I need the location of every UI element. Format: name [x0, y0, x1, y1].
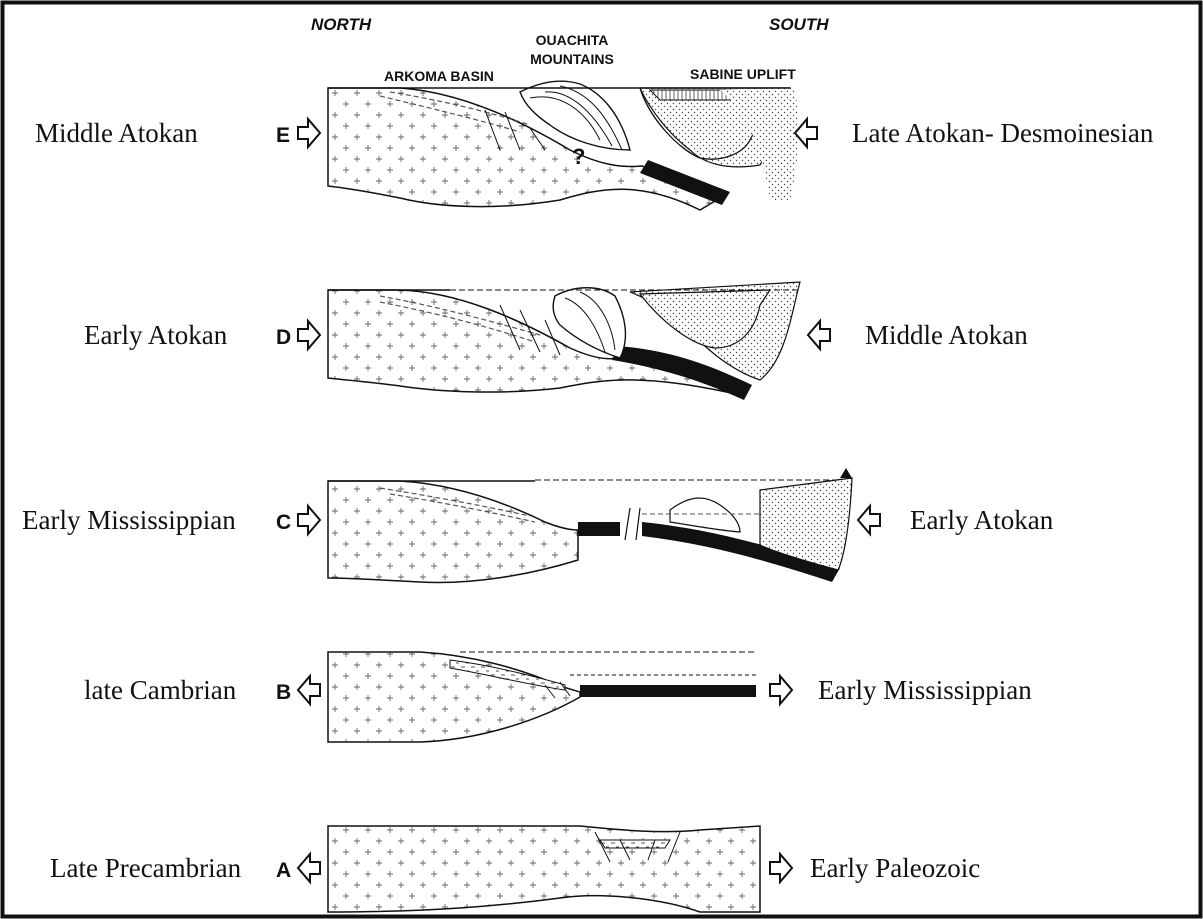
stage-b-right-label: Early Mississippian [818, 675, 1032, 705]
stage-b-letter: B [276, 681, 291, 704]
north-label: NORTH [311, 15, 372, 34]
arkoma-basin-label: ARKOMA BASIN [384, 68, 494, 84]
stage-a-letter: A [276, 859, 291, 882]
south-label: SOUTH [769, 15, 829, 34]
ouachita-label-line2: MOUNTAINS [530, 51, 614, 67]
stage-e-letter: E [276, 124, 290, 147]
stage-d-left-label: Early Atokan [84, 320, 228, 350]
stage-c-right-label: Early Atokan [910, 505, 1054, 535]
stage-b-left-label: late Cambrian [84, 675, 237, 705]
question-mark: ? [572, 144, 585, 169]
sabine-uplift-label: SABINE UPLIFT [690, 66, 796, 82]
stage-e-left-label: Middle Atokan [35, 118, 198, 148]
stage-a-right-label: Early Paleozoic [810, 853, 980, 883]
stage-d-letter: D [276, 326, 291, 349]
stage-c-left-label: Early Mississippian [22, 505, 236, 535]
stage-a-left-label: Late Precambrian [50, 853, 242, 883]
ouachita-label-line1: OUACHITA [536, 32, 609, 48]
continental-crust-a [328, 826, 760, 912]
stage-c-letter: C [276, 511, 291, 534]
oceanic-slab-c-left [578, 522, 620, 536]
cross-section-a [328, 826, 760, 912]
stage-d-right-label: Middle Atokan [865, 320, 1028, 350]
stage-e-right-label: Late Atokan- Desmoinesian [852, 118, 1154, 148]
oceanic-slab-b [580, 685, 756, 697]
